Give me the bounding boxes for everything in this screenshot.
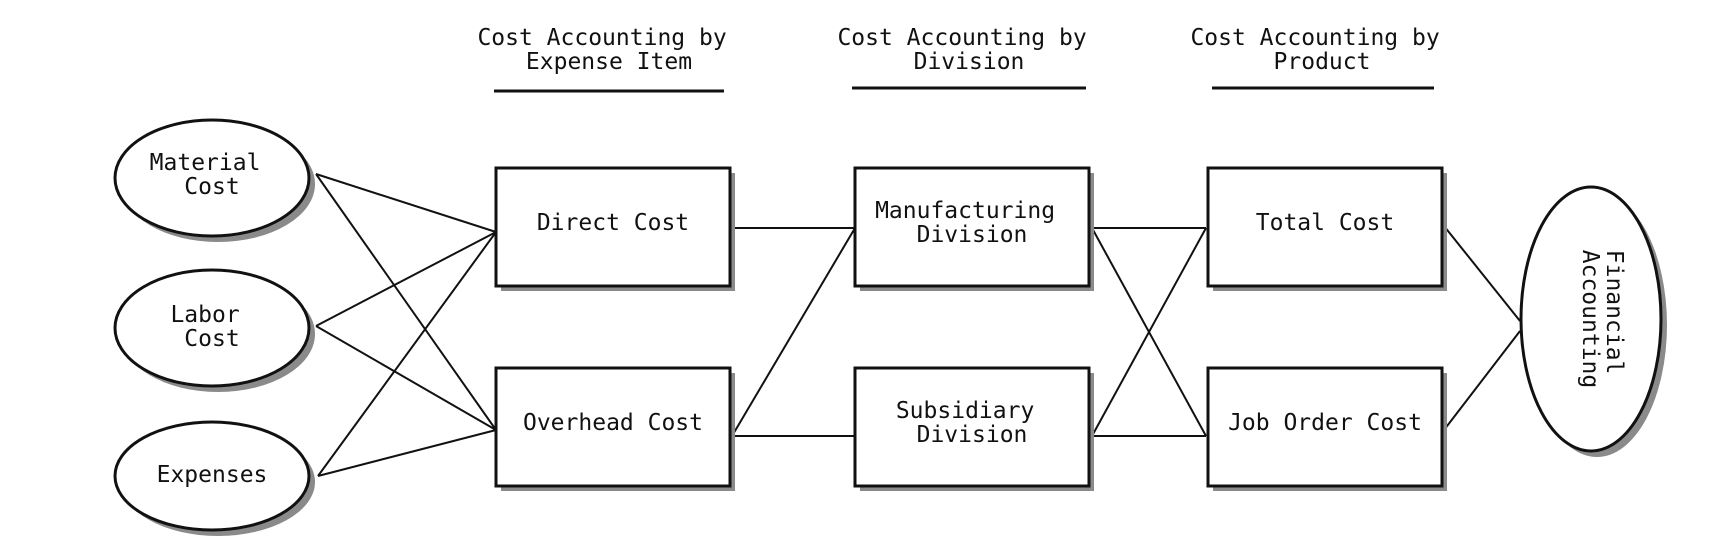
header-product-line-1: Cost Accounting by — [1190, 25, 1439, 51]
edge-total-to-financial — [1443, 225, 1521, 322]
node-overhead-cost-label: Overhead Cost — [523, 410, 703, 436]
svg-text:Cost Accounting by Divis: Cost Accounting by Division — [837, 25, 1100, 75]
node-subsidiary-division-line-1: Subsidiary — [896, 398, 1034, 424]
header-expense-item: Cost Accounting by Expense Item — [477, 25, 740, 93]
node-job-order-cost-label: Job Order Cost — [1228, 410, 1422, 436]
edge-job-order-to-financial — [1443, 330, 1521, 431]
svg-text:Financial Accounting: Financial Accounting — [1577, 250, 1627, 388]
node-direct-cost: Direct Cost — [494, 166, 735, 291]
edge-subsidiary-to-total — [1091, 227, 1207, 437]
node-manufacturing-division-line-2: Division — [917, 222, 1028, 248]
node-expenses: Expenses — [113, 420, 315, 536]
node-manufacturing-division: Manufacturing Division — [853, 166, 1094, 291]
svg-text:Subsidiary Division: Subsidiary Division — [896, 398, 1048, 448]
svg-text:Cost Accounting by Produ: Cost Accounting by Product — [1190, 25, 1453, 75]
node-total-cost: Total Cost — [1206, 166, 1447, 291]
svg-text:Manufacturing Division: Manufacturing Division — [875, 198, 1069, 248]
edge-material-to-direct — [315, 173, 497, 233]
header-product-line-2: Product — [1274, 49, 1371, 75]
connectors — [315, 173, 1521, 477]
edge-expenses-to-overhead — [317, 429, 497, 477]
node-overhead-cost: Overhead Cost — [494, 366, 735, 491]
edge-overhead-to-manufacturing — [731, 227, 856, 437]
node-financial-accounting-line-2: Accounting — [1577, 250, 1603, 388]
node-material-cost-line-2: Cost — [184, 174, 239, 200]
node-material-cost: Material Cost — [113, 118, 315, 242]
edge-labor-to-direct — [315, 231, 497, 327]
svg-text:Labor Cost: Labor Cost — [170, 302, 253, 352]
node-subsidiary-division-line-2: Division — [917, 422, 1028, 448]
node-material-cost-line-1: Material — [150, 150, 261, 176]
header-division-line-1: Cost Accounting by — [837, 25, 1086, 51]
node-financial-accounting: Financial Accounting — [1519, 185, 1667, 457]
node-labor-cost-line-1: Labor — [170, 302, 239, 328]
header-expense-item-line-1: Cost Accounting by — [477, 25, 726, 51]
node-labor-cost: Labor Cost — [113, 268, 315, 392]
node-financial-accounting-line-1: Financial — [1601, 250, 1627, 375]
edge-material-to-overhead — [315, 173, 497, 431]
svg-text:Cost Accounting by Expen: Cost Accounting by Expense Item — [477, 25, 740, 75]
node-labor-cost-line-2: Cost — [184, 326, 239, 352]
header-product: Cost Accounting by Product — [1190, 25, 1453, 90]
header-expense-item-line-2: Expense Item — [526, 49, 692, 75]
node-expenses-label: Expenses — [157, 462, 268, 488]
node-total-cost-label: Total Cost — [1256, 210, 1394, 236]
edge-expenses-to-direct — [317, 231, 497, 477]
node-manufacturing-division-line-1: Manufacturing — [875, 198, 1055, 224]
header-division-line-2: Division — [914, 49, 1025, 75]
node-job-order-cost: Job Order Cost — [1206, 366, 1447, 491]
node-subsidiary-division: Subsidiary Division — [853, 366, 1094, 491]
svg-text:Material Cost: Material Cost — [150, 150, 275, 200]
edge-labor-to-overhead — [315, 325, 497, 431]
header-division: Cost Accounting by Division — [837, 25, 1100, 90]
node-direct-cost-label: Direct Cost — [537, 210, 689, 236]
